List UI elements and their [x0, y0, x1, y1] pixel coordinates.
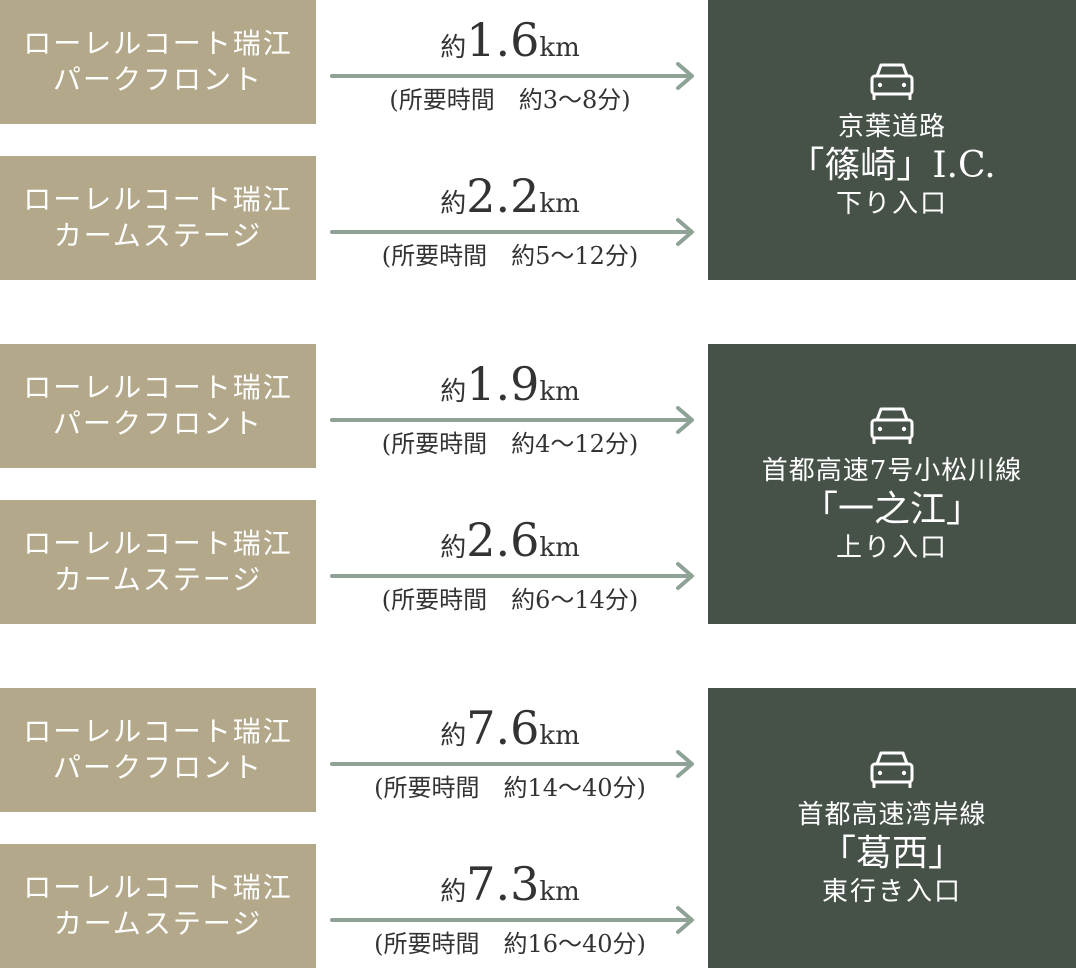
distance-unit: km [539, 533, 580, 563]
distance-value: 7.6 [466, 701, 540, 755]
origin-name: ローレルコート瑞江 [23, 715, 293, 748]
origin-name: ローレルコート瑞江 [23, 183, 293, 216]
origin-name: ローレルコート瑞江 [23, 27, 293, 60]
destination-entrance: 下り入口 [835, 189, 948, 219]
destination-entrance: 上り入口 [835, 533, 948, 563]
destination-interchange: 「一之江」 [801, 489, 982, 530]
origin-subname: パークフロント [52, 63, 263, 96]
destination-box-1: 京葉道路 「篠崎」I.C. 下り入口 [708, 0, 1076, 280]
origin-box-3-1: ローレルコート瑞江 パークフロント [0, 688, 316, 812]
route-1-2: 約2.2km (所要時間 約5〜12分) [330, 156, 696, 280]
travel-time: (所要時間 約14〜40分) [374, 774, 646, 802]
origin-box-2-2: ローレルコート瑞江 カームステージ [0, 500, 316, 624]
distance-label: 約2.2km [330, 170, 690, 233]
distance-label: 約1.6km [330, 14, 690, 77]
distance-label: 約7.3km [330, 858, 690, 921]
distance-prefix: 約 [440, 721, 467, 751]
arrow-right-icon [330, 406, 694, 434]
travel-time: (所要時間 約3〜8分) [389, 86, 631, 114]
distance-prefix: 約 [440, 33, 467, 63]
car-icon [870, 751, 914, 788]
destination-box-3: 首都高速湾岸線 「葛西」 東行き入口 [708, 688, 1076, 968]
distance-unit: km [539, 189, 580, 219]
origin-subname: カームステージ [53, 563, 263, 596]
travel-time: (所要時間 約6〜14分) [381, 586, 639, 614]
distance-unit: km [539, 33, 580, 63]
origin-box-1-2: ローレルコート瑞江 カームステージ [0, 156, 316, 280]
distance-label: 約2.6km [330, 514, 690, 577]
distance-unit: km [539, 877, 580, 907]
distance-value: 1.6 [466, 13, 540, 67]
origin-name: ローレルコート瑞江 [23, 871, 293, 904]
destination-interchange: 「葛西」 [819, 833, 964, 874]
origin-name: ローレルコート瑞江 [23, 527, 293, 560]
travel-time: (所要時間 約16〜40分) [374, 930, 646, 958]
route-2-1: 約1.9km (所要時間 約4〜12分) [330, 344, 696, 468]
origin-box-3-2: ローレルコート瑞江 カームステージ [0, 844, 316, 968]
origin-subname: カームステージ [53, 907, 263, 940]
destination-interchange: 「篠崎」I.C. [788, 145, 996, 186]
origin-subname: パークフロント [52, 407, 263, 440]
travel-time: (所要時間 約5〜12分) [381, 242, 639, 270]
route-2-2: 約2.6km (所要時間 約6〜14分) [330, 500, 696, 624]
origin-box-2-1: ローレルコート瑞江 パークフロント [0, 344, 316, 468]
route-3-2: 約7.3km (所要時間 約16〜40分) [330, 844, 696, 968]
arrow-right-icon [330, 218, 694, 246]
travel-time: (所要時間 約4〜12分) [381, 430, 639, 458]
distance-unit: km [539, 377, 580, 407]
destination-entrance: 東行き入口 [821, 877, 962, 907]
distance-prefix: 約 [440, 533, 467, 563]
origin-subname: パークフロント [52, 751, 263, 784]
route-3-1: 約7.6km (所要時間 約14〜40分) [330, 688, 696, 812]
distance-label: 約1.9km [330, 358, 690, 421]
origin-name: ローレルコート瑞江 [23, 371, 293, 404]
distance-value: 2.2 [466, 169, 540, 223]
distance-prefix: 約 [440, 189, 467, 219]
arrow-right-icon [330, 750, 694, 778]
route-1-1: 約1.6km (所要時間 約3〜8分) [330, 0, 696, 124]
distance-value: 2.6 [466, 513, 540, 567]
destination-road: 首都高速7号小松川線 [761, 456, 1023, 486]
distance-value: 7.3 [466, 857, 540, 911]
distance-prefix: 約 [440, 877, 467, 907]
distance-value: 1.9 [466, 357, 540, 411]
distance-prefix: 約 [440, 377, 467, 407]
destination-road: 首都高速湾岸線 [797, 800, 987, 830]
car-icon [870, 407, 914, 444]
arrow-right-icon [330, 62, 694, 90]
distance-unit: km [539, 721, 580, 751]
arrow-right-icon [330, 562, 694, 590]
destination-road: 京葉道路 [837, 112, 946, 142]
car-icon [870, 63, 914, 100]
origin-box-1-1: ローレルコート瑞江 パークフロント [0, 0, 316, 124]
distance-label: 約7.6km [330, 702, 690, 765]
arrow-right-icon [330, 906, 694, 934]
origin-subname: カームステージ [53, 219, 263, 252]
destination-box-2: 首都高速7号小松川線 「一之江」 上り入口 [708, 344, 1076, 624]
